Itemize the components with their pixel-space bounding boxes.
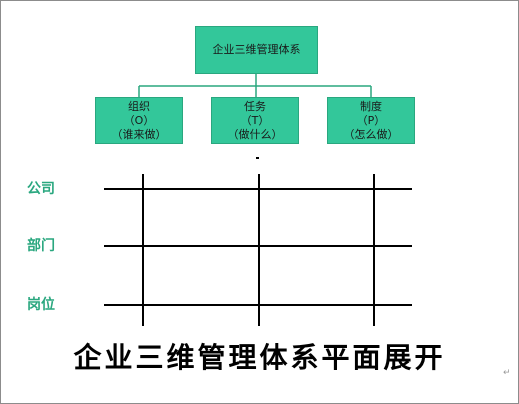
connector-lines [138, 74, 372, 97]
row-label-position: 岗位 [27, 297, 55, 313]
top-node-label: 企业三维管理体系 [212, 43, 301, 56]
paragraph-mark-icon: ↵ [503, 368, 511, 378]
child-node-desc: （谁来做） [111, 127, 167, 141]
row-label-department: 部门 [27, 238, 55, 254]
child-node-code: （O） [123, 113, 155, 127]
top-node: 企业三维管理体系 [195, 26, 318, 74]
diagram-caption: 企业三维管理体系平面展开 [73, 341, 446, 374]
child-node-code: （P） [356, 113, 386, 127]
child-node-desc: （做什么） [227, 127, 283, 141]
child-node-organization: 组织 （O） （谁来做） [95, 97, 183, 144]
child-node-task: 任务 （T） （做什么） [211, 97, 299, 144]
row-label-company: 公司 [27, 181, 55, 197]
grid [104, 174, 412, 326]
child-node-name: 制度 [360, 99, 382, 113]
child-node-code: （T） [240, 113, 270, 127]
child-node-policy: 制度 （P） （怎么做） [327, 97, 415, 144]
child-node-name: 组织 [128, 99, 150, 113]
child-node-name: 任务 [244, 99, 266, 113]
child-node-desc: （怎么做） [343, 127, 399, 141]
